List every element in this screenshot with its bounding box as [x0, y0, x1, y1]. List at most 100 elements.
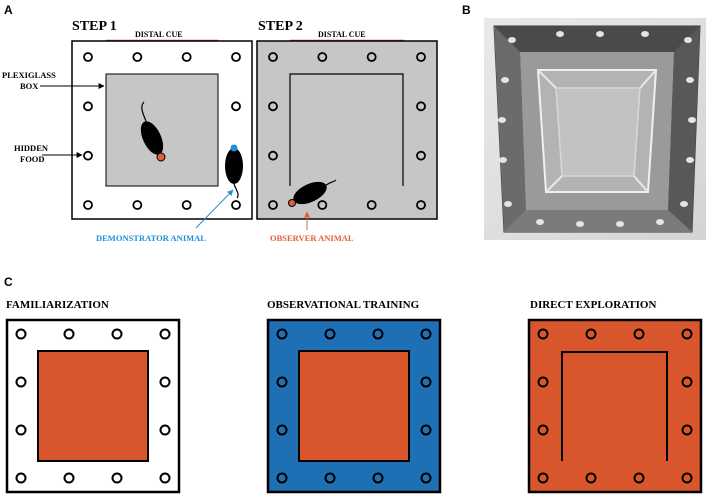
- food-hole: [181, 52, 192, 62]
- step2-open-walls: [289, 73, 404, 186]
- familiarization-arena: [5, 318, 181, 494]
- food-hole: [585, 472, 597, 484]
- food-hole: [111, 328, 123, 340]
- food-hole: [276, 472, 288, 484]
- food-hole: [268, 200, 278, 210]
- food-hole: [324, 328, 336, 340]
- direct-hole-ring: [537, 328, 693, 484]
- photo-hole: [641, 31, 649, 37]
- photo-hole: [596, 31, 604, 37]
- photo-hole: [508, 37, 516, 43]
- panel-label-a: A: [4, 3, 13, 17]
- food-hole: [681, 376, 693, 388]
- food-hole: [63, 328, 75, 340]
- food-hole: [276, 376, 288, 388]
- demonstrator-arrow: [195, 189, 234, 229]
- photo-hole: [504, 201, 512, 207]
- label-hidden-line1: HIDDEN: [14, 143, 49, 153]
- food-hole: [231, 52, 241, 62]
- photo-hole: [686, 157, 694, 163]
- food-hole: [268, 52, 278, 62]
- food-hole: [416, 52, 426, 62]
- food-hole: [420, 328, 432, 340]
- label-hidden-line2: FOOD: [20, 154, 45, 164]
- food-hole: [681, 472, 693, 484]
- food-hole: [537, 424, 549, 436]
- step1-mouse-in-box: [140, 101, 166, 162]
- food-hole: [372, 472, 384, 484]
- food-hole: [181, 200, 192, 210]
- food-hole: [416, 101, 426, 112]
- food-hole: [159, 472, 171, 484]
- food-hole: [15, 328, 27, 340]
- food-hole: [15, 376, 27, 388]
- food-hole: [231, 101, 241, 112]
- demonstrator-animal-icon: [225, 144, 243, 199]
- food-hole: [159, 376, 171, 388]
- photo-hole: [684, 37, 692, 43]
- panel-label-c: C: [4, 275, 13, 289]
- food-hole: [633, 472, 645, 484]
- photo-hole: [498, 117, 506, 123]
- photo-hole: [680, 201, 688, 207]
- food-hole: [537, 472, 549, 484]
- photo-hole: [499, 157, 507, 163]
- food-hole: [324, 472, 336, 484]
- food-hole: [633, 328, 645, 340]
- food-hole: [132, 200, 143, 210]
- familiarization-hole-ring: [15, 328, 171, 484]
- photo-hole: [656, 219, 664, 225]
- photo-hole: [556, 31, 564, 37]
- observer-animal-icon: [288, 179, 337, 207]
- food-hole: [420, 424, 432, 436]
- step1-plexiglass-box: [105, 73, 219, 187]
- food-hole: [420, 472, 432, 484]
- food-hole: [15, 424, 27, 436]
- step2-distal-cue-label: DISTAL CUE: [318, 30, 366, 39]
- food-hole: [416, 200, 426, 210]
- observer-label: OBSERVER ANIMAL: [270, 233, 354, 243]
- step2-arena: [256, 40, 438, 220]
- food-hole: [276, 424, 288, 436]
- food-hole: [317, 52, 328, 62]
- photo-hole: [536, 219, 544, 225]
- observational-hole-ring: [276, 328, 432, 484]
- step2-title: STEP 2: [258, 19, 303, 34]
- photo-hole: [688, 117, 696, 123]
- food-hole: [231, 200, 241, 210]
- label-plexiglass-line1: PLEXIGLASS: [2, 70, 56, 80]
- step1-title: STEP 1: [72, 19, 117, 34]
- label-plexiglass-line2: BOX: [20, 81, 39, 91]
- food-hole: [132, 52, 143, 62]
- step1-distal-cue-label: DISTAL CUE: [135, 30, 183, 39]
- phase-title-observational: OBSERVATIONAL TRAINING: [267, 299, 420, 311]
- photo-hole: [501, 77, 509, 83]
- food-hole: [416, 150, 426, 161]
- food-hole: [111, 472, 123, 484]
- food-hole: [585, 328, 597, 340]
- food-hole: [317, 200, 328, 210]
- step2-hole-ring: [268, 52, 426, 210]
- observational-box: [298, 350, 410, 462]
- arena-photo: [484, 18, 706, 240]
- food-hole: [15, 472, 27, 484]
- food-hole: [83, 200, 93, 210]
- photo-hole: [616, 221, 624, 227]
- food-hole: [681, 424, 693, 436]
- food-hole: [83, 52, 93, 62]
- food-hole: [537, 376, 549, 388]
- food-hole: [681, 328, 693, 340]
- food-hole: [276, 328, 288, 340]
- demonstrator-label: DEMONSTRATOR ANIMAL: [96, 233, 206, 243]
- direct-open-walls: [561, 351, 668, 461]
- food-hole: [537, 328, 549, 340]
- photo-hole: [686, 77, 694, 83]
- panel-label-b: B: [462, 3, 471, 17]
- food-hole: [83, 101, 93, 112]
- food-hole: [83, 150, 93, 161]
- food-hole: [366, 200, 377, 210]
- food-hole: [159, 424, 171, 436]
- phase-title-direct: DIRECT EXPLORATION: [530, 299, 656, 311]
- food-hole: [159, 328, 171, 340]
